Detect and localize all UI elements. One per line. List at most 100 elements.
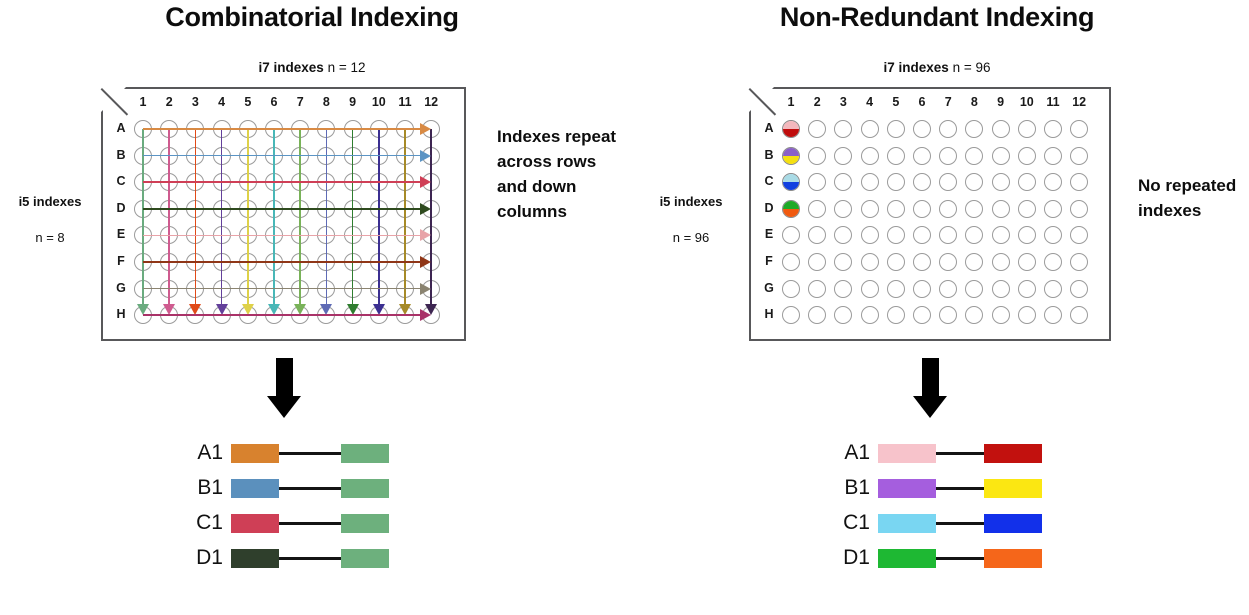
well-H1[interactable]: [782, 306, 800, 325]
well-A10[interactable]: [1017, 120, 1036, 138]
well-G12[interactable]: [1070, 279, 1089, 298]
well-A9[interactable]: [991, 120, 1010, 138]
well-E1[interactable]: [782, 226, 800, 245]
well-F9[interactable]: [991, 253, 1010, 271]
well-E2[interactable]: [808, 226, 827, 245]
well-G4[interactable]: [860, 279, 879, 298]
well-B10[interactable]: [1017, 146, 1036, 165]
well-B6[interactable]: [913, 146, 931, 165]
well-B12[interactable]: [1070, 146, 1089, 165]
construct-well-label-A1: A1: [197, 441, 223, 464]
well-D5[interactable]: [886, 199, 905, 218]
well-E10[interactable]: [1017, 226, 1036, 245]
well-F10[interactable]: [1017, 253, 1036, 271]
well-F2[interactable]: [808, 253, 827, 271]
well-C1[interactable]: [782, 173, 800, 192]
well-F12[interactable]: [1070, 253, 1089, 271]
well-C4[interactable]: [860, 173, 879, 192]
well-F3[interactable]: [834, 253, 853, 271]
well-C11[interactable]: [1044, 173, 1062, 192]
well-A8[interactable]: [965, 120, 984, 138]
well-D8[interactable]: [965, 199, 984, 218]
well-D11[interactable]: [1044, 199, 1062, 218]
well-G5[interactable]: [886, 279, 905, 298]
well-C5[interactable]: [886, 173, 905, 192]
well-D7[interactable]: [939, 199, 958, 218]
well-A12[interactable]: [1070, 120, 1089, 138]
well-F1[interactable]: [782, 253, 800, 271]
well-G8[interactable]: [965, 279, 984, 298]
well-D1[interactable]: [782, 199, 800, 218]
well-F6[interactable]: [913, 253, 931, 271]
well-H12[interactable]: [1070, 306, 1089, 325]
well-C10[interactable]: [1017, 173, 1036, 192]
well-C9[interactable]: [991, 173, 1010, 192]
well-A6[interactable]: [913, 120, 931, 138]
well-E6[interactable]: [913, 226, 931, 245]
well-D6[interactable]: [913, 199, 931, 218]
well-C3[interactable]: [834, 173, 853, 192]
well-B7[interactable]: [939, 146, 958, 165]
well-H8[interactable]: [965, 306, 984, 325]
well-A4[interactable]: [860, 120, 879, 138]
well-G10[interactable]: [1017, 279, 1036, 298]
well-C2[interactable]: [808, 173, 827, 192]
well-B3[interactable]: [834, 146, 853, 165]
well-C8[interactable]: [965, 173, 984, 192]
well-E9[interactable]: [991, 226, 1010, 245]
well-G6[interactable]: [913, 279, 931, 298]
well-F4[interactable]: [860, 253, 879, 271]
well-H7[interactable]: [939, 306, 958, 325]
well-H5[interactable]: [886, 306, 905, 325]
well-E12[interactable]: [1070, 226, 1089, 245]
well-A3[interactable]: [834, 120, 853, 138]
down-arrow-icon-right: [913, 358, 947, 418]
well-D4[interactable]: [860, 199, 879, 218]
well-D12[interactable]: [1070, 199, 1089, 218]
well-A11[interactable]: [1044, 120, 1062, 138]
well-G3[interactable]: [834, 279, 853, 298]
construct-D1: D1: [830, 546, 1042, 570]
well-B4[interactable]: [860, 146, 879, 165]
well-A7[interactable]: [939, 120, 958, 138]
well-H6[interactable]: [913, 306, 931, 325]
well-F11[interactable]: [1044, 253, 1062, 271]
well-G9[interactable]: [991, 279, 1010, 298]
well-F7[interactable]: [939, 253, 958, 271]
well-E8[interactable]: [965, 226, 984, 245]
well-B9[interactable]: [991, 146, 1010, 165]
well-B11[interactable]: [1044, 146, 1062, 165]
well-D10[interactable]: [1017, 199, 1036, 218]
well-E7[interactable]: [939, 226, 958, 245]
well-B5[interactable]: [886, 146, 905, 165]
well-A1[interactable]: [782, 120, 800, 138]
well-D2[interactable]: [808, 199, 827, 218]
well-B8[interactable]: [965, 146, 984, 165]
well-H4[interactable]: [860, 306, 879, 325]
well-A2[interactable]: [808, 120, 827, 138]
well-H10[interactable]: [1017, 306, 1036, 325]
well-F5[interactable]: [886, 253, 905, 271]
well-E4[interactable]: [860, 226, 879, 245]
i5-index-bar-A1: [984, 444, 1042, 463]
well-C12[interactable]: [1070, 173, 1089, 192]
well-G7[interactable]: [939, 279, 958, 298]
well-G2[interactable]: [808, 279, 827, 298]
well-D3[interactable]: [834, 199, 853, 218]
well-G11[interactable]: [1044, 279, 1062, 298]
well-H11[interactable]: [1044, 306, 1062, 325]
well-C6[interactable]: [913, 173, 931, 192]
well-H2[interactable]: [808, 306, 827, 325]
well-A5[interactable]: [886, 120, 905, 138]
well-G1[interactable]: [782, 279, 800, 298]
well-H3[interactable]: [834, 306, 853, 325]
well-H9[interactable]: [991, 306, 1010, 325]
well-E5[interactable]: [886, 226, 905, 245]
well-B1[interactable]: [782, 146, 800, 165]
well-E11[interactable]: [1044, 226, 1062, 245]
well-C7[interactable]: [939, 173, 958, 192]
well-E3[interactable]: [834, 226, 853, 245]
well-B2[interactable]: [808, 146, 827, 165]
well-F8[interactable]: [965, 253, 984, 271]
well-D9[interactable]: [991, 199, 1010, 218]
